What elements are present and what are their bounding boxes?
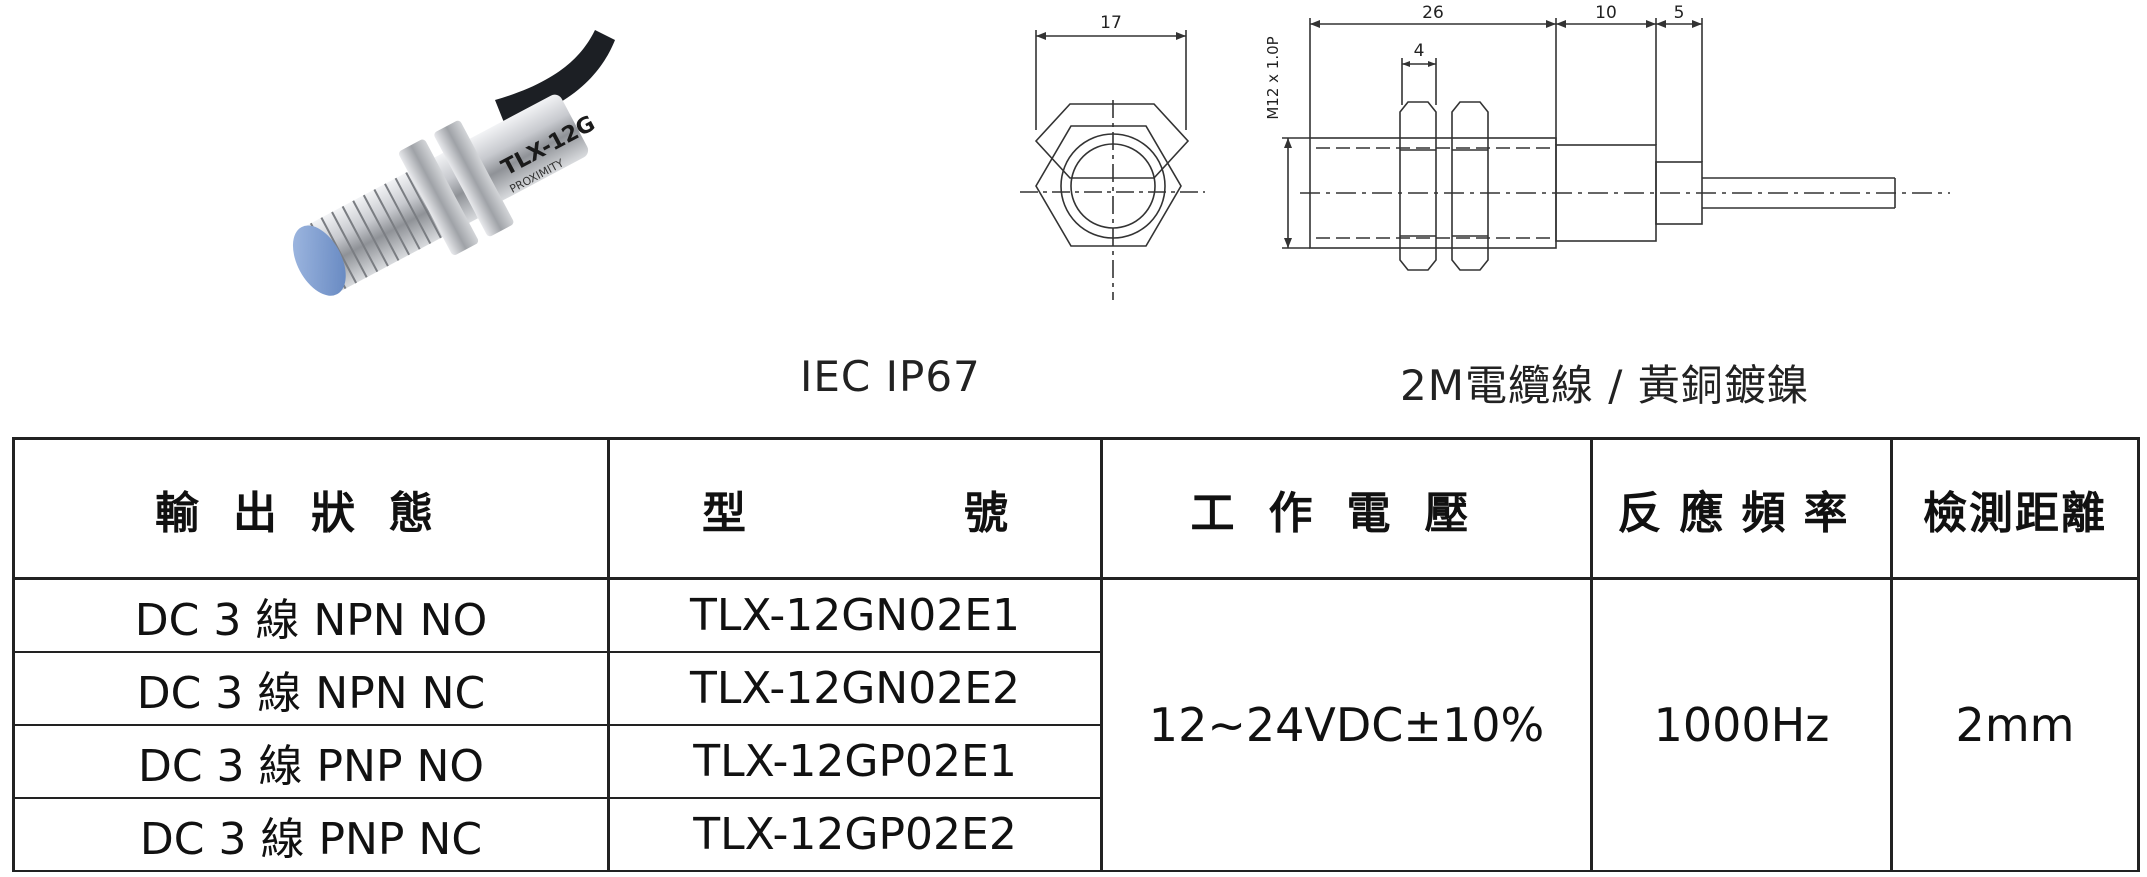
cell-output: DC 3 線 PNP NO xyxy=(12,724,610,799)
dim-nut-width: 4 xyxy=(1414,41,1425,61)
sensor-face-circle xyxy=(1027,105,1197,275)
cell-output: DC 3 線 NPN NO xyxy=(12,577,610,653)
header-row: 輸出狀態 型 號 工作電壓 反應頻率 檢測距離 xyxy=(12,437,2140,580)
header-output: 輸出狀態 xyxy=(12,437,610,580)
cell-model: TLX-12GP02E2 xyxy=(607,797,1103,872)
cell-model: TLX-12GN02E1 xyxy=(607,577,1103,653)
cell-output: DC 3 線 NPN NC xyxy=(12,651,610,726)
sensing-face-shape xyxy=(292,225,346,296)
rating-caption: IEC IP67 xyxy=(800,352,981,401)
product-photo: TLX-12G PROXIMITY xyxy=(292,30,615,296)
cable-shape xyxy=(495,30,615,125)
header-model-left: 型 xyxy=(702,487,746,539)
cable-caption: 2M電纜線 / 黃銅鍍鎳 xyxy=(1400,361,1810,410)
nut-outline-2 xyxy=(1451,101,1489,271)
dim-tail-length: 10 xyxy=(1595,3,1617,23)
cell-frequency: 1000Hz xyxy=(1590,577,1893,872)
cell-voltage: 12~24VDC±10% xyxy=(1100,577,1593,872)
cell-output: DC 3 線 PNP NC xyxy=(12,797,610,872)
nut-rear-shape xyxy=(434,120,514,237)
header-model-right: 號 xyxy=(964,487,1008,539)
nut-front-shape xyxy=(399,139,479,255)
hex-front-view xyxy=(1034,103,1190,179)
dim-cable-stub: 5 xyxy=(1674,3,1685,23)
header-model: 型 號 xyxy=(607,437,1103,580)
table-row: DC 3 線 PNP NO TLX-12GP02E1 xyxy=(12,724,2139,799)
dimension-drawing: 17 26 10 5 4 M12 x 1.0P xyxy=(1020,3,1950,300)
header-voltage: 工作電壓 xyxy=(1100,437,1593,580)
spec-table: 輸出狀態 型 號 工作電壓 反應頻率 檢測距離 DC 3 線 NPN NO TL… xyxy=(12,437,2140,872)
nut-outline-1 xyxy=(1399,101,1437,271)
header-frequency: 反應頻率 xyxy=(1590,437,1893,580)
dim-body-length: 26 xyxy=(1422,3,1444,23)
dim-hex-width: 17 xyxy=(1100,13,1122,33)
dim-thread: M12 x 1.0P xyxy=(1264,36,1282,119)
cell-distance: 2mm xyxy=(1890,577,2140,872)
header-distance: 檢測距離 xyxy=(1890,437,2140,580)
cell-model: TLX-12GN02E2 xyxy=(607,651,1103,726)
table-row: DC 3 線 NPN NO TLX-12GN02E1 12~24VDC±10% … xyxy=(12,577,2140,872)
cell-model: TLX-12GP02E1 xyxy=(607,724,1103,799)
table-row: DC 3 線 NPN NC TLX-12GN02E2 xyxy=(12,651,2139,726)
table-row: DC 3 線 PNP NC TLX-12GP02E2 xyxy=(12,797,2139,872)
